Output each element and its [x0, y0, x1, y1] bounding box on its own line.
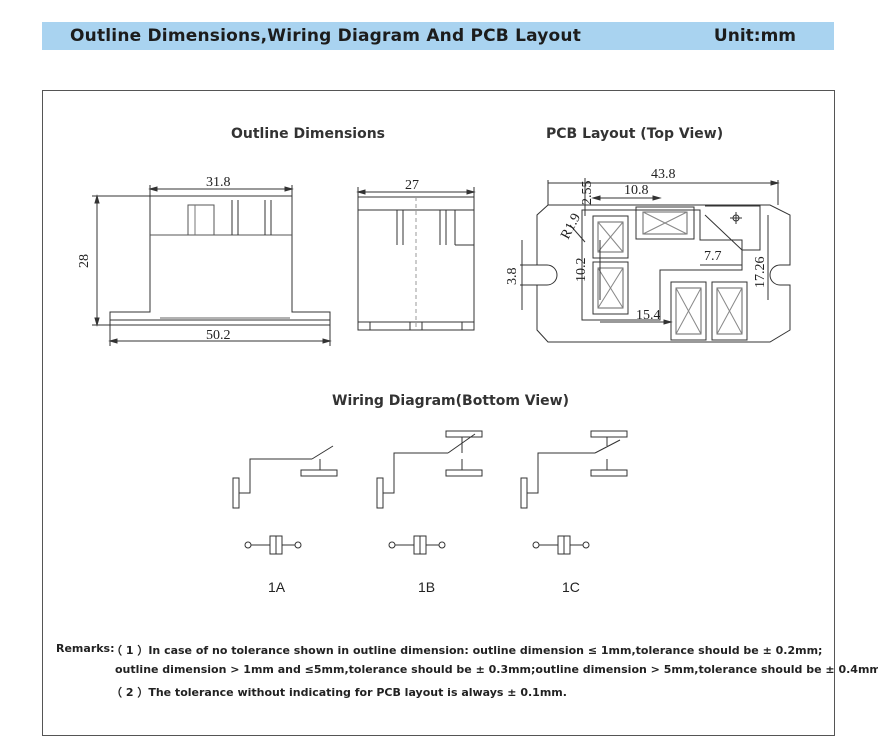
wiring-title: Wiring Diagram(Bottom View) [332, 393, 570, 409]
pcb-layout [520, 178, 791, 343]
wiring-label-1c: 1C [562, 579, 580, 595]
dim-15-4: 15.4 [636, 308, 661, 323]
dim-27: 27 [405, 178, 419, 193]
dim-3-8: 3.8 [505, 268, 520, 286]
dim-31-8: 31.8 [206, 175, 231, 190]
dim-28: 28 [77, 254, 92, 268]
outline-front-view [92, 185, 332, 346]
remarks-label: Remarks: [56, 642, 115, 655]
drawing-frame [42, 90, 835, 736]
remark-line-1: （ 1 ）In case of no tolerance shown in ou… [111, 644, 823, 657]
dim-43-8: 43.8 [651, 167, 676, 182]
dim-10-8: 10.8 [624, 183, 649, 198]
header-bar: Outline Dimensions,Wiring Diagram And PC… [42, 22, 834, 50]
dim-50-2: 50.2 [206, 328, 231, 343]
dim-17-26: 17.26 [753, 257, 768, 289]
wiring-1c [520, 430, 628, 555]
remark-line-2: outline dimension > 1mm and ≤5mm,toleran… [115, 663, 878, 676]
dim-10-2: 10.2 [574, 258, 589, 283]
header-unit: Unit:mm [713, 26, 796, 46]
header-title: Outline Dimensions,Wiring Diagram And PC… [70, 26, 582, 46]
dim-2-55: 2.55 [580, 181, 595, 206]
outline-side-view [356, 187, 476, 331]
wiring-1a [232, 445, 338, 555]
wiring-label-1b: 1B [418, 579, 436, 595]
wiring-1b [376, 430, 483, 555]
remark-line-3: （ 2 ）The tolerance without indicating fo… [111, 686, 567, 699]
outline-title: Outline Dimensions [231, 126, 386, 142]
wiring-label-1a: 1A [268, 579, 286, 595]
pcb-title: PCB Layout (Top View) [546, 126, 724, 142]
dim-7-7: 7.7 [704, 249, 722, 264]
